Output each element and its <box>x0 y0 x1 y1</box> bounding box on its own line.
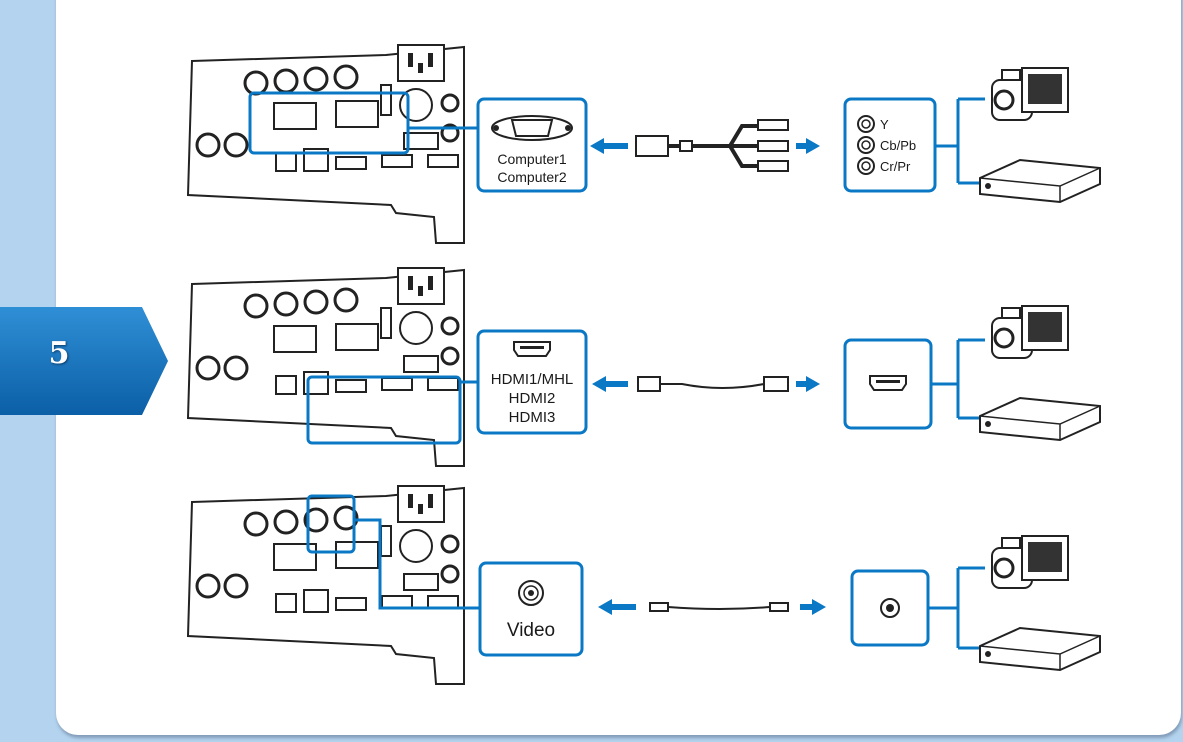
dvd-player-icon <box>979 627 1101 671</box>
camcorder-icon <box>990 66 1070 122</box>
projector-rear-panel <box>186 484 466 686</box>
camcorder-icon <box>990 304 1070 360</box>
rca-port-icon <box>518 580 544 606</box>
projector-rear-panel <box>186 43 466 245</box>
port-label-hdmi1: HDMI1/MHL <box>490 371 574 388</box>
port-label-hdmi2: HDMI2 <box>508 390 556 407</box>
arrow-left-icon <box>592 376 628 392</box>
camcorder-icon <box>990 534 1070 590</box>
hdmi-port-box <box>476 329 588 435</box>
projector-rear-panel <box>186 266 466 468</box>
component-label-cb: Cb/Pb <box>880 138 917 153</box>
step-tab <box>0 307 168 415</box>
port-label-hdmi3: HDMI3 <box>508 409 556 426</box>
port-label-computer2: Computer2 <box>497 169 567 185</box>
video-port-box <box>478 561 584 657</box>
port-label-computer1: Computer1 <box>497 151 567 167</box>
arrow-right-icon <box>796 138 820 154</box>
arrow-left-icon <box>590 138 628 154</box>
arrow-right-icon <box>796 376 820 392</box>
arrow-right-icon <box>800 599 826 615</box>
dvd-player-icon <box>979 159 1101 203</box>
computer-ports-highlight <box>248 91 410 155</box>
port-label-video: Video <box>506 620 556 641</box>
hdmi-port-icon <box>513 341 551 357</box>
vga-port-icon <box>491 115 573 141</box>
video-port-highlight <box>306 494 356 554</box>
hdmi-ports-highlight <box>306 375 462 445</box>
step-number: 5 <box>48 336 70 371</box>
vga-plug <box>635 135 669 157</box>
component-label-y: Y <box>880 117 889 132</box>
dvd-player-icon <box>979 397 1101 441</box>
arrow-left-icon <box>598 599 636 615</box>
component-label-cr: Cr/Pr <box>880 159 911 174</box>
